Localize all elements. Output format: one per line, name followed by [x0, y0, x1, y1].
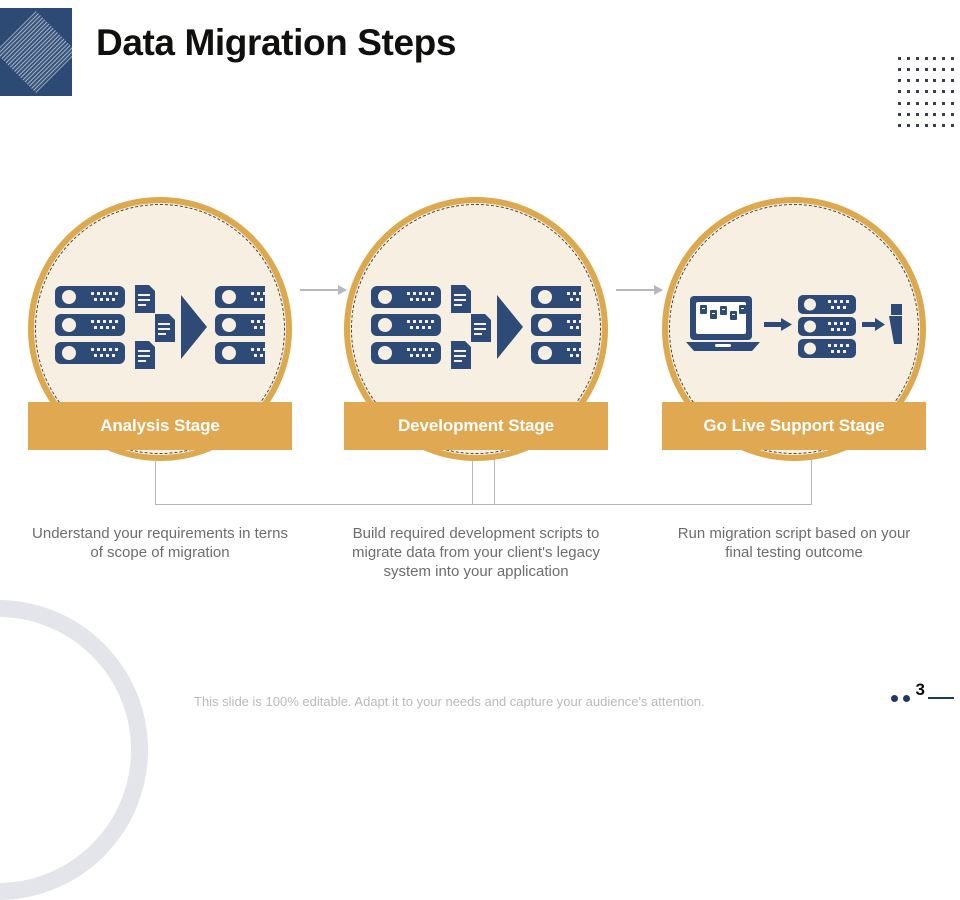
page-number: 3 — [915, 680, 925, 699]
stage-artwork-2 — [350, 203, 602, 455]
arrow-right-icon — [497, 295, 523, 359]
laptop-icon — [686, 296, 760, 351]
footer-note: This slide is 100% editable. Adapt it to… — [194, 694, 705, 709]
stage-description-analysis: Understand your requirements in terns of… — [32, 525, 288, 561]
stage-label-text: Analysis Stage — [100, 416, 220, 435]
bracket-connector-1 — [155, 450, 495, 505]
document-icon — [451, 285, 471, 313]
page-line-icon — [928, 697, 954, 699]
page-dot-icon — [890, 694, 898, 702]
connector-arrow-2-icon — [616, 285, 663, 295]
bracket-connector-2 — [472, 450, 812, 505]
arrow-right-icon — [862, 318, 885, 331]
dot-grid-icon — [898, 57, 960, 135]
document-icon — [471, 314, 491, 342]
page-dot-icon — [902, 694, 910, 702]
stage-label-bar-analysis[interactable]: Analysis Stage — [28, 402, 292, 450]
page-title: Data Migration Steps — [96, 22, 456, 63]
circle-dashed-ring-3 — [669, 204, 919, 454]
arrow-right-icon — [764, 318, 792, 331]
document-icon — [135, 341, 155, 369]
stage-label-bar-development[interactable]: Development Stage — [344, 402, 608, 450]
diamond-logo-icon — [0, 8, 72, 96]
document-icon — [135, 285, 155, 313]
document-icon — [451, 341, 471, 369]
stage-label-text: Development Stage — [397, 416, 555, 435]
stage-description-go-live: Run migration script based on your final… — [677, 525, 911, 561]
stage-label-bar-go-live[interactable]: Go Live Support Stage — [662, 402, 926, 450]
page-indicator: 3 — [890, 680, 954, 708]
laptop-server-folder-icon — [686, 295, 902, 358]
stage-label-text: Go Live Support Stage — [703, 416, 885, 435]
stage-description-development: Build required development scripts to mi… — [352, 525, 600, 580]
arrow-right-icon — [181, 295, 207, 359]
servers-migration-icon — [55, 285, 265, 369]
circle-dashed-ring-1 — [35, 204, 285, 454]
stage-artwork-1 — [34, 203, 286, 455]
folder-icon — [889, 304, 902, 344]
servers-migration-icon — [371, 285, 581, 369]
stage-artwork-3 — [668, 203, 920, 455]
connector-arrow-1-icon — [300, 285, 347, 295]
document-icon — [155, 314, 175, 342]
stages-container: Analysis Stage Understand your requireme… — [28, 197, 926, 580]
circle-dashed-ring-2 — [351, 204, 601, 454]
